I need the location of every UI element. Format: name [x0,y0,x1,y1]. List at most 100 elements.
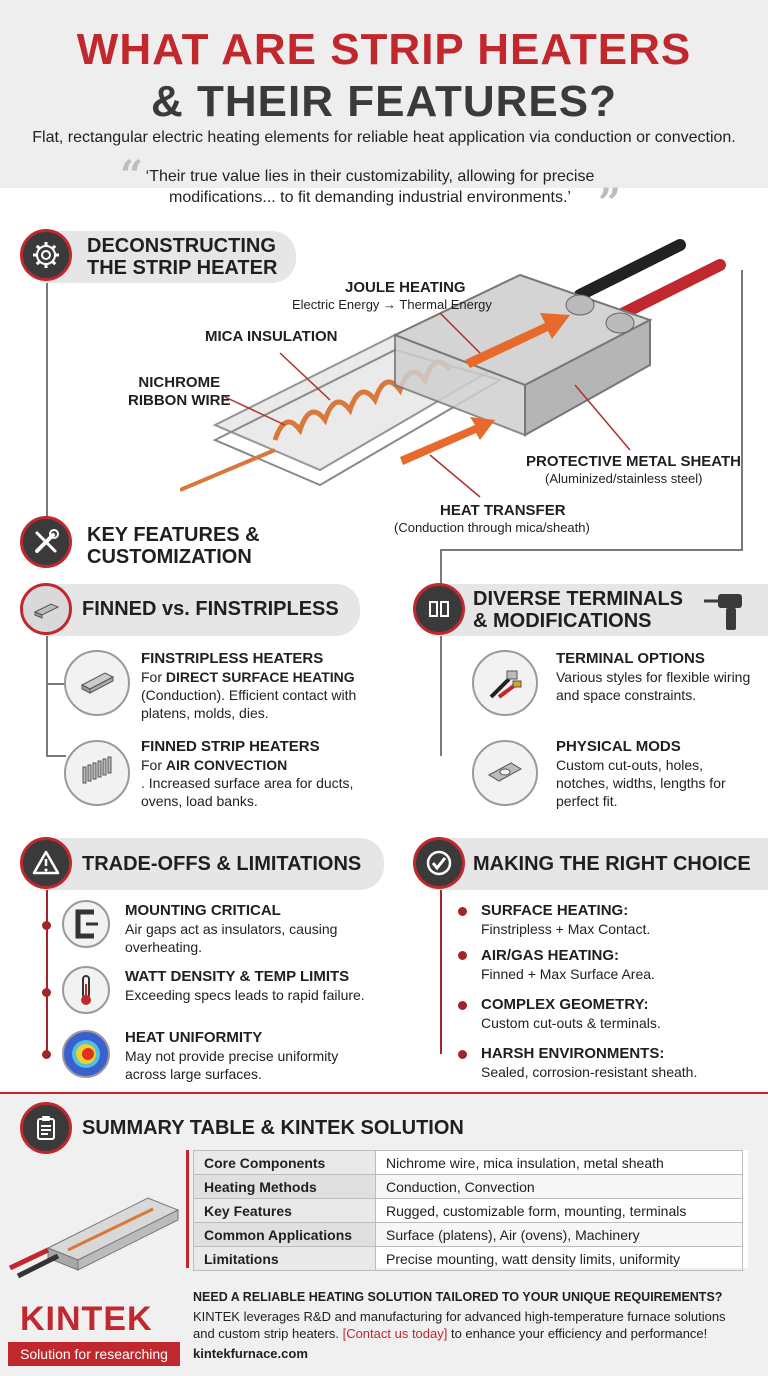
summary-heading: SUMMARY TABLE & KINTEK SOLUTION [82,1117,464,1139]
checkmark-icon [413,837,465,889]
choice-text-2: Finned + Max Surface Area. [481,966,655,982]
choice-title-4: HARSH ENVIRONMENTS: [481,1045,665,1062]
gear-icon [20,229,72,281]
physical-mods-text: Custom cut-outs, holes, notches, widths,… [556,757,726,809]
table-value: Nichrome wire, mica insulation, metal sh… [375,1150,743,1175]
kintek-logo: KINTEK [20,1300,153,1338]
choice-item-3: COMPLEX GEOMETRY: Custom cut-outs & term… [481,996,661,1032]
table-key: Heating Methods [193,1174,376,1199]
table-key: Limitations [193,1246,376,1271]
choice-dot [458,907,467,916]
table-value: Surface (platens), Air (ovens), Machiner… [375,1222,743,1247]
finned-title: FINNED STRIP HEATERS [141,738,320,755]
choice-text-1: Finstripless + Max Contact. [481,921,651,937]
choice-title-3: COMPLEX GEOMETRY: [481,996,649,1013]
terminal-options-title: TERMINAL OPTIONS [556,650,705,667]
choice-heading-pill [432,838,768,890]
thermometer-icon [62,966,110,1014]
terminals-connector [440,636,442,756]
connector-line-right [741,270,743,550]
features-heading-line-2: CUSTOMIZATION [87,546,252,568]
choice-item-2: AIR/GAS HEATING: Finned + Max Surface Ar… [481,947,655,983]
finstripless-item: FINSTRIPLESS HEATERS For DIRECT SURFACE … [141,650,391,722]
choice-dot [458,1050,467,1059]
finned-prefix: For [141,757,166,773]
finned-heading-pill [40,584,360,636]
plate-hole-icon [472,740,538,806]
summary-table-accent [186,1150,189,1268]
heatmap-icon [62,1030,110,1078]
mounting-item: MOUNTING CRITICAL Air gaps act as insula… [125,902,375,956]
table-value: Precise mounting, watt density limits, u… [375,1246,743,1271]
tradeoffs-connector [46,890,48,1054]
watt-density-text: Exceeding specs leads to rapid failure. [125,987,365,1003]
subtitle: Flat, rectangular electric heating eleme… [32,129,736,146]
cta-heading: NEED A RELIABLE HEATING SOLUTION TAILORE… [193,1290,723,1304]
label-heat-transfer: HEAT TRANSFER [440,502,566,519]
uniformity-text: May not provide precise uniformity acros… [125,1048,339,1082]
connector-line-drop [440,549,442,585]
mounting-title: MOUNTING CRITICAL [125,902,281,919]
website-link[interactable]: kintekfurnace.com [193,1346,308,1361]
watt-density-item: WATT DENSITY & TEMP LIMITS Exceeding spe… [125,968,395,1004]
strip-heater-photo [8,1197,180,1278]
table-value: Rugged, customizable form, mounting, ter… [375,1198,743,1223]
contact-us-link[interactable]: [Contact us today] [342,1326,448,1341]
terminals-heading-line-1: DIVERSE TERMINALS [473,588,684,610]
choice-dot [458,951,467,960]
finned-branch-1 [46,683,66,685]
terminal-options-item: TERMINAL OPTIONS Various styles for flex… [556,650,756,704]
finstripless-bold: DIRECT SURFACE HEATING [165,669,355,685]
terminals-heading: DIVERSE TERMINALS & MODIFICATIONS [473,588,683,632]
quote-line-2: modifications... to fit demanding indust… [169,189,571,206]
mounting-text: Air gaps act as insulators, causing over… [125,921,338,955]
header-background [0,0,768,188]
clipboard-icon [20,1102,72,1154]
deconstruct-heading-line-2: THE STRIP HEATER [87,257,278,279]
label-heat-transfer-sub: (Conduction through mica/sheath) [394,520,590,535]
terminal-options-text: Various styles for flexible wiring and s… [556,669,751,703]
finstripless-text: (Conduction). Efficient contact with pla… [141,687,357,721]
deconstruct-heading-line-1: DECONSTRUCTING [87,235,276,257]
warning-icon [20,837,72,889]
strip-heater-illustration [180,239,726,498]
clamp-icon [62,900,110,948]
finned-text: . Increased surface area for ducts, oven… [141,775,354,809]
connector-line-horizontal [440,549,743,551]
finned-item: FINNED STRIP HEATERS For AIR CONVECTION … [141,738,391,810]
table-value: Conduction, Convection [375,1174,743,1199]
label-joule-heating: JOULE HEATING [345,279,466,296]
close-quote-icon: ” [598,180,622,227]
label-nichrome: NICHROME RIBBON WIRE [128,374,231,410]
choice-item-1: SURFACE HEATING: Finstripless + Max Cont… [481,902,650,938]
watt-density-title: WATT DENSITY & TEMP LIMITS [125,968,350,985]
physical-mods-title: PHYSICAL MODS [556,738,681,755]
tradeoffs-heading: TRADE-OFFS & LIMITATIONS [82,853,362,875]
label-joule-heating-sub: Electric Energy → Thermal Energy [292,297,492,312]
summary-divider [0,1092,768,1094]
title-line-2: & THEIR FEATURES? [151,77,617,126]
connector-line [46,280,48,520]
tools-icon [20,516,72,568]
quote-line-1: ‘Their true value lies in their customiz… [145,168,595,185]
cta-line-2b: to enhance your efficiency and performan… [447,1326,708,1341]
kintek-tagline: Solution for researching [8,1342,180,1366]
tradeoffs-heading-pill [40,838,384,890]
terminals-heading-pill [432,584,768,636]
label-mica-insulation: MICA INSULATION [205,328,338,345]
choice-title-2: AIR/GAS HEATING: [481,947,620,964]
choice-heading: MAKING THE RIGHT CHOICE [473,853,751,875]
finstripless-title: FINSTRIPLESS HEATERS [141,650,324,667]
choice-title-1: SURFACE HEATING: [481,902,629,919]
table-key: Key Features [193,1198,376,1223]
tradeoffs-dot [42,921,51,930]
finstripless-prefix: For [141,669,166,685]
finned-connector [46,636,48,756]
tradeoffs-dot [42,1050,51,1059]
cta-line-2a: and custom strip heaters. [193,1326,343,1341]
